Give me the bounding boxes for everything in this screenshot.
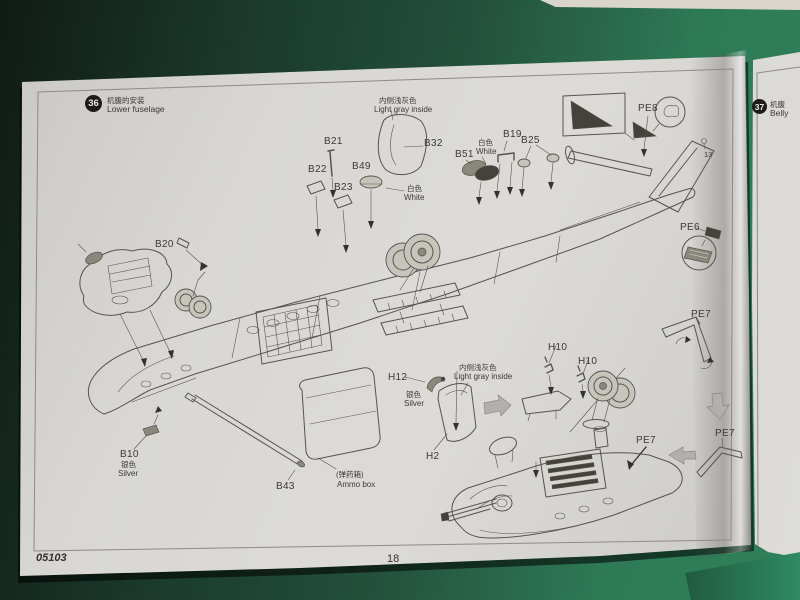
step-37-title-en: Belly <box>770 108 789 118</box>
pe6-part <box>704 226 722 240</box>
pe7-bracket-unfolded <box>661 316 714 369</box>
nose-gear-wheels <box>174 271 212 319</box>
part-h10-bracket <box>576 365 586 383</box>
part-b49 <box>359 175 383 189</box>
part-label-0-: 内侧浅灰色 <box>379 96 417 105</box>
nose-gun <box>440 494 513 522</box>
part-b20 <box>176 237 190 249</box>
part-label-23-: 银色 <box>406 390 421 399</box>
ammo-box-panel <box>299 367 381 470</box>
page-fold-highlight <box>690 50 752 560</box>
part-label-13-White: White <box>404 193 425 202</box>
part-label-17-PE6: PE6 <box>680 222 700 233</box>
part-b25-domes <box>517 153 560 168</box>
part-h12 <box>404 376 446 393</box>
magnifier-icon <box>652 96 686 132</box>
nose-interior-part <box>77 243 174 367</box>
step-37-number: 37 <box>754 101 765 112</box>
gray-arrow-left <box>668 446 697 465</box>
part-h10-bracket <box>544 356 554 374</box>
part-b23 <box>333 194 353 209</box>
part-b43-gun-barrel <box>184 392 306 481</box>
pe7-bracket-folded <box>696 437 743 478</box>
step-37-badge: 37 <box>752 99 767 114</box>
part-label-7-: 白色 <box>478 138 493 147</box>
part-label-29-Ammobox: Ammo box <box>337 480 376 489</box>
page-border-frame <box>33 66 800 552</box>
mesh-door <box>255 297 333 365</box>
part-label-22-H12: H12 <box>388 372 408 383</box>
main-fuselage-drawing <box>88 121 715 415</box>
part-label-32-PE7: PE7 <box>691 309 711 320</box>
pe8-large-triangle <box>570 100 613 130</box>
part-label-27-H2: H2 <box>426 451 440 462</box>
part-h2-panel <box>433 370 477 451</box>
magnifier-icon <box>681 235 717 271</box>
step-36-number: 36 <box>88 98 99 109</box>
weapon-racks <box>372 282 469 336</box>
part-label-12-: 白色 <box>407 184 422 193</box>
part-label-31-H10: H10 <box>578 356 598 367</box>
part-label-9-B51: B51 <box>455 149 474 160</box>
page-number: 18 <box>387 553 400 565</box>
nose-section-drawing <box>440 426 683 539</box>
main-landing-gear-wheels <box>385 233 441 293</box>
h10-wheel-assembly <box>521 345 636 433</box>
pe6-detail <box>681 226 722 271</box>
pe8-inset-box <box>562 92 635 141</box>
gray-arrow-right <box>483 394 512 417</box>
part-label-30-H10: H10 <box>548 342 568 353</box>
part-label-16-B20: B20 <box>155 239 174 250</box>
background-light-strip <box>540 0 800 10</box>
part-label-25-: 内侧浅灰色 <box>459 363 497 372</box>
engine-grille <box>539 426 609 498</box>
part-label-33-PE7: PE7 <box>715 428 735 439</box>
intake-scoop <box>489 436 517 469</box>
step-36-title-en: Lower fuselage <box>107 104 165 114</box>
part-label-21-B43: B43 <box>276 481 295 492</box>
part-b10 <box>133 406 162 450</box>
part-b19-handle <box>497 152 515 163</box>
part-label-11-B25: B25 <box>521 135 540 146</box>
pe8-small-triangle <box>632 121 657 139</box>
part-label-3-B32: B32 <box>424 138 443 149</box>
part-label-10-B19: B19 <box>503 129 522 140</box>
kit-number: 05103 <box>36 552 67 564</box>
part-b51-covers <box>461 160 500 181</box>
part-b32-panel <box>377 114 428 176</box>
step-37-title-cn: 机腹 <box>770 100 785 109</box>
part-label-6-B23: B23 <box>334 182 353 193</box>
step-36-badge: 36 <box>85 95 102 112</box>
part-label-2-B21: B21 <box>324 136 343 147</box>
tail-assembly <box>559 121 715 231</box>
part-label-24-Silver: Silver <box>404 399 425 408</box>
part-label-5-B49: B49 <box>352 161 371 172</box>
step-36-title-cn: 机腹的安装 <box>107 96 145 105</box>
part-label-18-B10: B10 <box>120 449 139 460</box>
gray-arrow-down <box>706 392 730 420</box>
part-label-1-Lightgrayinside: Light gray inside <box>374 105 433 114</box>
floating-parts-top <box>176 109 560 271</box>
part-label-8-White: White <box>476 147 497 156</box>
part-label-34-PE7: PE7 <box>636 435 656 446</box>
part-label-15-13: 13 <box>704 150 713 159</box>
part-label-4-B22: B22 <box>308 164 327 175</box>
part-label-28-(): (弹药箱) <box>336 470 364 479</box>
part-b22 <box>306 180 326 195</box>
part-b21 <box>327 149 335 177</box>
part-label-26-Lightgrayinside: Light gray inside <box>454 372 513 381</box>
part-13-bolt <box>701 138 707 144</box>
part-label-20-Silver: Silver <box>118 469 139 478</box>
part-label-19-: 银色 <box>121 460 136 469</box>
part-label-14-PE8: PE8 <box>638 103 658 114</box>
